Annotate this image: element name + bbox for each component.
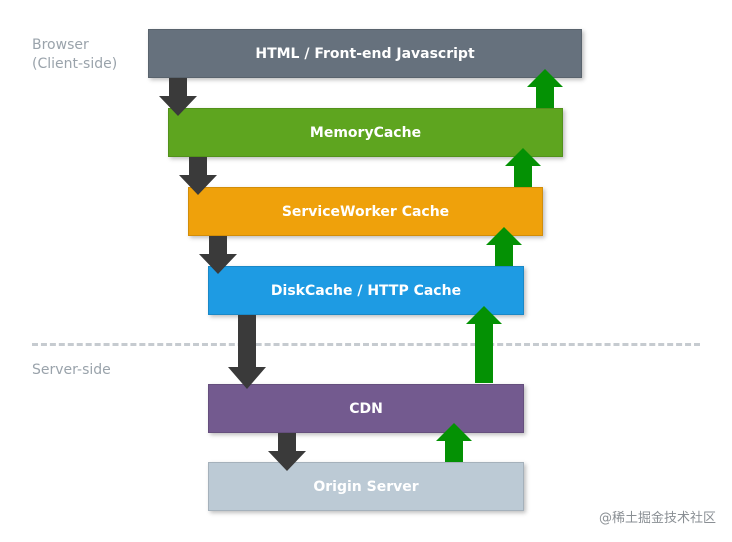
layer-origin-server: Origin Server [208, 462, 524, 511]
down-arrow-icon [179, 157, 217, 195]
down-arrow-icon [228, 315, 266, 389]
browser-client-side-label: Browser (Client-side) [32, 37, 118, 72]
up-arrow-icon [436, 423, 472, 462]
layer-cdn: CDN [208, 384, 524, 433]
up-arrow-icon [505, 148, 541, 187]
layer-disk-http-cache: DiskCache / HTTP Cache [208, 266, 524, 315]
watermark: @稀土掘金技术社区 [598, 511, 716, 526]
layer-serviceworker-cache: ServiceWorker Cache [188, 187, 543, 236]
client-server-divider [32, 343, 700, 346]
down-arrow-icon [159, 78, 197, 116]
server-side-label: Server-side [32, 362, 111, 378]
down-arrow-icon [268, 433, 306, 471]
down-arrow-icon [199, 236, 237, 274]
up-arrow-icon [486, 227, 522, 266]
layer-html-frontend-js: HTML / Front-end Javascript [148, 29, 582, 78]
layer-memory-cache: MemoryCache [168, 108, 563, 157]
up-arrow-icon [466, 306, 502, 383]
up-arrow-icon [527, 69, 563, 108]
